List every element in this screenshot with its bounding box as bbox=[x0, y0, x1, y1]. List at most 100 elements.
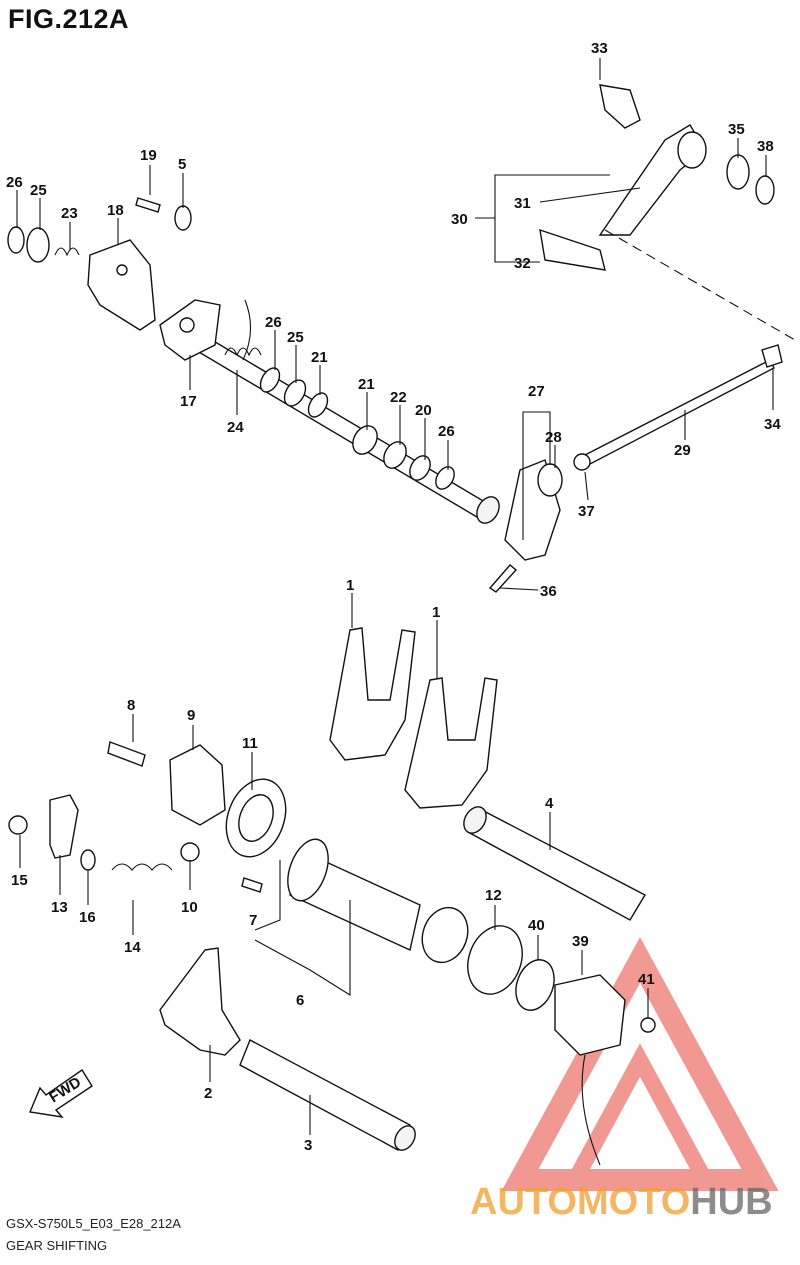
callout-29: 29 bbox=[674, 442, 691, 459]
gear-position-sensor-39 bbox=[554, 974, 626, 1056]
callout-30: 30 bbox=[451, 211, 468, 228]
callout-20: 20 bbox=[415, 402, 432, 419]
leader-lines bbox=[16, 58, 774, 1135]
callout-32: 32 bbox=[514, 255, 531, 272]
pivot-bolt-33 bbox=[599, 84, 641, 129]
callout-26a: 26 bbox=[6, 174, 23, 191]
fork-shaft-3 bbox=[239, 1039, 411, 1151]
callout-39: 39 bbox=[572, 933, 589, 950]
bolt-36 bbox=[488, 564, 518, 593]
callout-3: 3 bbox=[304, 1137, 312, 1154]
watermark-logo bbox=[501, 937, 779, 1191]
pin-7 bbox=[241, 877, 263, 893]
callout-7: 7 bbox=[249, 912, 257, 929]
bush-21a bbox=[307, 392, 329, 418]
shift-shaft-assembly bbox=[7, 197, 500, 524]
callout-36: 36 bbox=[540, 583, 557, 600]
screw-41 bbox=[640, 1017, 656, 1033]
callout-28: 28 bbox=[545, 429, 562, 446]
footpeg-rubber-32 bbox=[539, 228, 606, 271]
callout-31: 31 bbox=[514, 195, 531, 212]
shaft-spline-end bbox=[476, 496, 500, 524]
drum-end-right bbox=[421, 906, 469, 964]
fwd-direction-arrow-icon: FWD bbox=[29, 1069, 93, 1118]
callout-25b: 25 bbox=[287, 329, 304, 346]
washer-26b bbox=[435, 466, 455, 490]
callout-18: 18 bbox=[107, 202, 124, 219]
callout-9: 9 bbox=[187, 707, 195, 724]
model-code: GSX-S750L5_E03_E28_212A bbox=[6, 1216, 181, 1231]
bearing-12 bbox=[467, 925, 523, 995]
shaft-end-4 bbox=[463, 806, 487, 834]
callout-labels: 1 1 2 3 4 5 6 7 8 9 10 11 12 13 14 15 16… bbox=[6, 40, 781, 1154]
callout-15: 15 bbox=[11, 872, 28, 889]
watermark-inner-icon bbox=[567, 1043, 713, 1184]
shift-drum-assembly bbox=[8, 627, 656, 1166]
callout-1a: 1 bbox=[346, 577, 354, 594]
callout-2: 2 bbox=[204, 1085, 212, 1102]
callout-37: 37 bbox=[578, 503, 595, 520]
callout-22: 22 bbox=[390, 389, 407, 406]
callout-40: 40 bbox=[528, 917, 545, 934]
bolt-15 bbox=[8, 815, 28, 835]
drum-end-left bbox=[287, 838, 329, 902]
nut-37 bbox=[573, 453, 591, 471]
callout-34: 34 bbox=[764, 416, 781, 433]
figure-title: FIG.212A bbox=[8, 4, 130, 34]
pin-8 bbox=[107, 741, 146, 767]
washer-35 bbox=[726, 154, 750, 190]
callout-8: 8 bbox=[127, 697, 135, 714]
callout-27: 27 bbox=[528, 383, 545, 400]
spring-arm bbox=[242, 299, 252, 361]
callout-21b: 21 bbox=[358, 376, 375, 393]
rod-end-28 bbox=[537, 463, 563, 497]
callout-41: 41 bbox=[638, 971, 655, 988]
bush-21b bbox=[352, 425, 378, 455]
callout-35: 35 bbox=[728, 121, 745, 138]
seal-25a bbox=[283, 379, 307, 407]
callout-33: 33 bbox=[591, 40, 608, 57]
callout-26c: 26 bbox=[438, 423, 455, 440]
washer-16 bbox=[80, 849, 96, 871]
callout-38: 38 bbox=[757, 138, 774, 155]
shift-lever-assembly bbox=[488, 84, 796, 593]
shift-fork-1b bbox=[404, 677, 498, 809]
watermark-part1: AUTOMOTO bbox=[470, 1181, 690, 1223]
callout-4: 4 bbox=[545, 795, 554, 812]
watermark-part2: HUB bbox=[690, 1181, 772, 1223]
lever-pivot bbox=[677, 131, 707, 169]
washer-26a bbox=[259, 367, 281, 393]
bolt-10 bbox=[180, 842, 200, 862]
washer-26-left bbox=[7, 226, 25, 254]
callout-14: 14 bbox=[124, 939, 141, 956]
return-spring-24 bbox=[224, 347, 262, 357]
shaft-end-3 bbox=[394, 1125, 416, 1151]
callout-26b: 26 bbox=[265, 314, 282, 331]
drum-cam-9 bbox=[169, 744, 226, 826]
callout-12: 12 bbox=[485, 887, 502, 904]
watermark-text: AUTOMOTOHUB bbox=[470, 1181, 773, 1223]
nut-34 bbox=[761, 344, 783, 368]
link-leader bbox=[604, 229, 796, 341]
callout-19: 19 bbox=[140, 147, 157, 164]
bolt-19 bbox=[135, 197, 161, 213]
bearing-11-inner bbox=[238, 794, 274, 842]
figure-name: GEAR SHIFTING bbox=[6, 1238, 108, 1253]
lock-washer-5 bbox=[174, 205, 192, 231]
sensor-wire bbox=[581, 1054, 601, 1166]
watermark-triangle-icon bbox=[501, 937, 779, 1191]
spring-14 bbox=[111, 863, 173, 871]
shift-fork-1a bbox=[329, 627, 416, 761]
shift-plate-18 bbox=[87, 239, 156, 331]
o-ring-40 bbox=[515, 959, 555, 1011]
seal-25-left bbox=[26, 227, 50, 263]
callout-13: 13 bbox=[51, 899, 68, 916]
callout-21a: 21 bbox=[311, 349, 328, 366]
spring-23 bbox=[54, 247, 80, 257]
callout-5: 5 bbox=[178, 156, 186, 173]
callout-10: 10 bbox=[181, 899, 198, 916]
stopper-13 bbox=[49, 794, 79, 859]
callout-24: 24 bbox=[227, 419, 244, 436]
